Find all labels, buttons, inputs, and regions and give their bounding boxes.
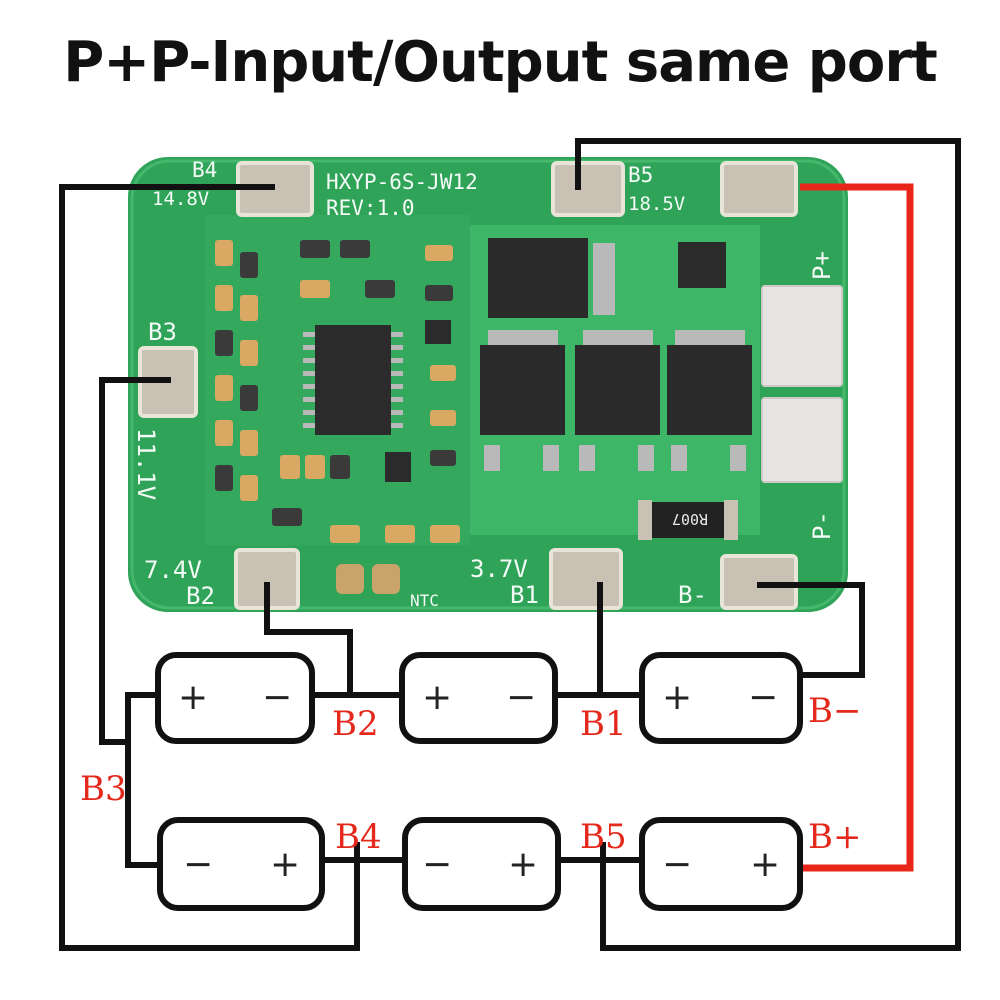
ntc-pad-1 xyxy=(336,564,364,594)
small-mosfet xyxy=(678,242,726,288)
pad-pplus xyxy=(761,285,843,387)
cell-bottom-3-plus: + xyxy=(750,844,780,885)
cell-top-3-plus: + xyxy=(662,677,692,718)
pad-b2-voltage: 7.4V xyxy=(144,556,202,584)
bms-board: HXYP-6S-JW12 REV:1.0 B4 14.8V B5 18.5V B… xyxy=(128,157,848,612)
cell-bottom-2-minus: − xyxy=(422,844,452,885)
board-revision: REV:1.0 xyxy=(326,196,415,220)
ntc-pad-2 xyxy=(372,564,400,594)
cell-bottom-1-plus: + xyxy=(270,844,300,885)
pad-b1-voltage: 3.7V xyxy=(470,555,528,583)
wire-b5 xyxy=(575,138,961,951)
pad-b3-voltage: 11.1V xyxy=(132,428,160,500)
pad-b4-voltage: 14.8V xyxy=(152,188,209,210)
node-label-b3: B3 xyxy=(80,769,127,809)
node-label-b1: B1 xyxy=(580,704,627,744)
wire-bminus xyxy=(757,582,865,678)
cell-top-1: + − xyxy=(155,652,315,744)
pad-ntc-label: NTC xyxy=(410,591,439,610)
pad-b3-label: B3 xyxy=(148,318,177,346)
pad-b5 xyxy=(551,161,625,217)
cell-top-1-minus: − xyxy=(262,677,292,718)
black-wires xyxy=(59,138,961,951)
node-labels: B2 B1 B− B3 B4 B5 B+ xyxy=(80,691,861,857)
cell-top-2-plus: + xyxy=(422,677,452,718)
cell-bottom-1: − + xyxy=(157,817,325,911)
diagram-title: P+P-Input/Output same port xyxy=(63,30,938,95)
battery-cells: + − + − + − − + − + − + xyxy=(155,652,803,911)
cell-bottom-1-minus: − xyxy=(183,844,213,885)
pad-b4-label: B4 xyxy=(192,158,217,182)
node-label-b2: B2 xyxy=(332,704,379,744)
mosfet-1 xyxy=(488,238,588,318)
mosfets xyxy=(480,238,752,471)
pad-bminus-label: B- xyxy=(678,581,707,609)
cell-bottom-2-plus: + xyxy=(508,844,538,885)
node-label-bplus: B+ xyxy=(808,817,861,857)
node-label-bminus: B− xyxy=(808,691,861,731)
wire-b4 xyxy=(59,184,360,951)
pad-b5-voltage: 18.5V xyxy=(628,193,685,215)
cell-top-3-minus: − xyxy=(748,677,778,718)
pad-bplus xyxy=(720,161,798,217)
wire-b3-pad xyxy=(99,377,171,745)
wire-bplus xyxy=(800,183,914,872)
pad-b1-label: B1 xyxy=(510,581,539,609)
wire-b3-bus xyxy=(125,692,163,868)
cell-top-1-plus: + xyxy=(178,677,208,718)
mosfet-2 xyxy=(480,345,565,435)
shunt-resistor xyxy=(648,502,728,538)
pad-b5-label: B5 xyxy=(628,163,653,187)
protection-ic xyxy=(315,325,391,435)
pad-b1 xyxy=(549,548,623,610)
cell-bottom-2: − + xyxy=(402,817,561,911)
board-model: HXYP-6S-JW12 xyxy=(326,170,478,194)
cell-bottom-3-minus: − xyxy=(662,844,692,885)
cell-top-2-minus: − xyxy=(506,677,536,718)
pad-pminus xyxy=(761,397,843,483)
mosfet-3 xyxy=(575,345,660,435)
mosfet-4 xyxy=(667,345,752,435)
pad-pminus-label: P- xyxy=(808,511,836,540)
shunt-marking: R007 xyxy=(672,510,708,528)
wire-b2 xyxy=(264,582,353,698)
node-label-b5: B5 xyxy=(580,817,627,857)
cell-bottom-3: − + xyxy=(639,817,803,911)
cell-top-2: + − xyxy=(399,652,558,744)
node-label-b4: B4 xyxy=(335,817,382,857)
pad-b2-label: B2 xyxy=(186,582,215,610)
pad-pplus-label: P+ xyxy=(808,251,836,280)
cell-top-3: + − xyxy=(639,652,803,744)
